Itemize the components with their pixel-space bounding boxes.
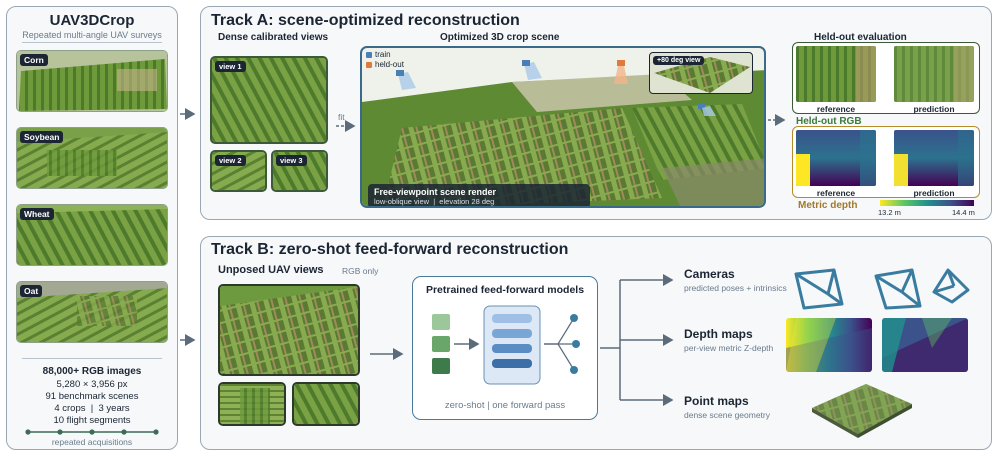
rgb-reference-label: reference bbox=[816, 104, 856, 114]
output-depth-sub: per-view metric Z-depth bbox=[684, 343, 774, 353]
render-caption: Free-viewpoint scene render low-oblique … bbox=[368, 184, 590, 206]
divider bbox=[22, 42, 162, 43]
legend-heldout: held-out bbox=[375, 60, 404, 69]
rgb-prediction-label: prediction bbox=[913, 104, 955, 114]
depth-prediction-image bbox=[894, 130, 974, 186]
view-tag: view 1 bbox=[215, 61, 246, 72]
track-a-title: Track A: scene-optimized reconstruction bbox=[211, 12, 520, 29]
unposed-view-3 bbox=[292, 382, 360, 426]
rgb-reference-image bbox=[796, 46, 876, 102]
stat-resolution: 5,280 × 3,956 px bbox=[56, 379, 128, 390]
point-map bbox=[812, 384, 912, 438]
heldout-swatch bbox=[366, 61, 372, 68]
render-subtitle: low-oblique view | elevation 28 deg bbox=[374, 197, 495, 206]
arrow-to-track-b bbox=[180, 334, 196, 346]
train-camera-icon bbox=[698, 104, 716, 116]
heldout-rgb-label: Held-out RGB bbox=[796, 116, 862, 127]
output-points-title: Point maps bbox=[684, 394, 749, 408]
dataset-title: UAV3DCrop bbox=[49, 12, 135, 29]
model-diagram bbox=[432, 305, 580, 385]
fit-label: fit bbox=[338, 112, 345, 122]
unposed-view-main bbox=[218, 284, 360, 376]
depth-prediction-label: prediction bbox=[913, 188, 955, 198]
view-3-image: view 3 bbox=[271, 150, 328, 192]
output-branch-arrows bbox=[600, 274, 674, 406]
crop-thumb-wheat: Wheat bbox=[16, 204, 168, 266]
crop-label: Corn bbox=[20, 54, 48, 66]
view-tag: view 2 bbox=[215, 155, 246, 166]
depth-max-label: 14.4 m bbox=[952, 208, 975, 217]
dense-views-label: Dense calibrated views bbox=[218, 32, 329, 43]
stat-crops-years: 4 crops | 3 years bbox=[54, 403, 130, 414]
render-title: Free-viewpoint scene render bbox=[374, 187, 497, 197]
depth-reference-label: reference bbox=[816, 188, 856, 198]
track-b-title: Track B: zero-shot feed-forward reconstr… bbox=[211, 241, 569, 258]
crop-thumb-corn: Corn bbox=[16, 50, 168, 112]
depth-map-2 bbox=[882, 318, 968, 372]
rgb-only-label: RGB only bbox=[342, 266, 379, 276]
crop-label: Oat bbox=[20, 285, 43, 297]
crop-thumb-oat: Oat bbox=[16, 281, 168, 343]
output-cameras-title: Cameras bbox=[684, 267, 735, 281]
timeline-label: repeated acquisitions bbox=[51, 437, 133, 447]
camera-frustums bbox=[794, 268, 970, 310]
view-2-image: view 2 bbox=[210, 150, 267, 192]
train-swatch bbox=[366, 51, 372, 58]
arrow-to-model bbox=[370, 348, 404, 360]
optimized-scene-render: train held-out +80 deg view Free-viewpoi… bbox=[360, 46, 766, 208]
inset-tag: +80 deg view bbox=[653, 56, 705, 65]
train-camera-icon bbox=[522, 60, 542, 80]
legend-train: train bbox=[375, 50, 391, 59]
view-1-image: view 1 bbox=[210, 56, 328, 144]
stat-segments: 10 flight segments bbox=[53, 415, 131, 426]
timeline bbox=[25, 429, 159, 435]
unposed-view-2 bbox=[218, 382, 286, 426]
output-cameras-sub: predicted poses + intrinsics bbox=[684, 283, 787, 293]
output-points-sub: dense scene geometry bbox=[684, 410, 770, 420]
eval-label: Held-out evaluation bbox=[814, 32, 907, 43]
crop-label: Wheat bbox=[20, 208, 54, 220]
arrow-to-track-a bbox=[180, 108, 196, 120]
stat-scenes: 91 benchmark scenes bbox=[45, 391, 139, 402]
eval-arrow bbox=[768, 114, 786, 126]
unposed-views-label: Unposed UAV views bbox=[218, 264, 324, 276]
depth-min-label: 13.2 m bbox=[878, 208, 901, 217]
inset-view: +80 deg view bbox=[649, 52, 753, 94]
view-tag: view 3 bbox=[276, 155, 307, 166]
heldout-camera-icon bbox=[614, 60, 628, 84]
depth-map-1 bbox=[786, 318, 872, 372]
train-camera-icon bbox=[396, 70, 416, 90]
dataset-subtitle: Repeated multi-angle UAV surveys bbox=[22, 30, 162, 40]
metric-depth-label: Metric depth bbox=[798, 200, 858, 211]
model-subtitle: zero-shot | one forward pass bbox=[444, 400, 566, 411]
divider bbox=[22, 358, 162, 359]
rgb-prediction-image bbox=[894, 46, 974, 102]
depth-colorbar bbox=[880, 200, 974, 206]
output-depth-title: Depth maps bbox=[684, 327, 753, 341]
stat-images: 88,000+ RGB images bbox=[42, 366, 142, 377]
model-title: Pretrained feed-forward models bbox=[425, 284, 585, 296]
depth-reference-image bbox=[796, 130, 876, 186]
camera-legend: train held-out bbox=[366, 50, 404, 70]
crop-thumb-soybean: Soybean bbox=[16, 127, 168, 189]
fit-arrow bbox=[336, 120, 356, 132]
scene-label: Optimized 3D crop scene bbox=[440, 32, 560, 43]
crop-label: Soybean bbox=[20, 131, 64, 143]
